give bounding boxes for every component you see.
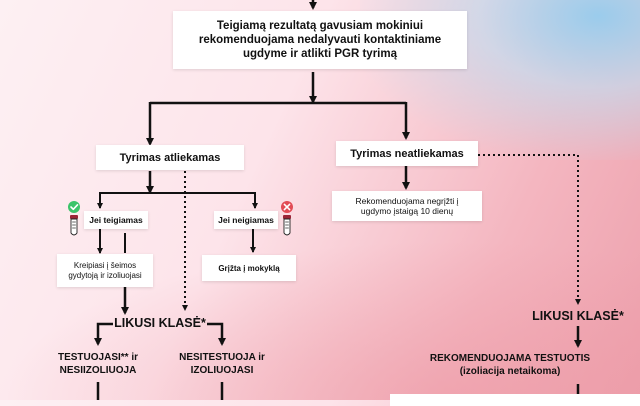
recommendation-text: Rekomenduojama negrįžti į ugdymo įstaigą…: [355, 195, 459, 217]
bracket-rest-right: [207, 322, 226, 346]
test-done-label: Tyrimas atliekamas: [119, 151, 221, 164]
not-tested-label: NESITESTUOJA ir IZOLIUOJASI: [179, 352, 265, 376]
rest-of-class-right: LIKUSI KLASĖ*: [532, 309, 624, 323]
test-not-done-label: Tyrimas neatliekamas: [350, 147, 464, 160]
positive-label: Jei teigiamas: [89, 215, 143, 225]
bracket-rest-left: [94, 322, 113, 346]
cross-test-tube-icon: [279, 200, 295, 240]
top-recommendation-text: Teigiamą rezultatą gavusiam mokiniui rek…: [198, 20, 442, 60]
positive-action-box: Kreipiasi į šeimos gydytoją ir izoliuoja…: [57, 254, 153, 287]
positive-box: Jei teigiamas: [84, 211, 148, 229]
tested-label: TESTUOJASI** ir NESIIZOLIUOJA: [57, 352, 139, 376]
test-not-done-box: Tyrimas neatliekamas: [336, 141, 478, 166]
recommended-test-label: REKOMENDUOJAMA TESTUOTIS (izoliacija net…: [429, 353, 591, 377]
negative-action-text: Grįžta į mokyklą: [218, 263, 280, 273]
negative-box: Jei neigiamas: [214, 211, 278, 229]
negative-action-box: Grįžta į mokyklą: [202, 255, 296, 281]
top-recommendation-box: Teigiamą rezultatą gavusiam mokiniui rek…: [173, 11, 467, 69]
negative-label: Jei neigiamas: [218, 215, 274, 225]
positive-action-text: Kreipiasi į šeimos gydytoją ir izoliuoja…: [68, 260, 142, 280]
check-test-tube-icon: [66, 200, 82, 240]
dotted-to-rest-right: [478, 154, 581, 305]
rest-of-class-left: LIKUSI KLASĖ*: [114, 316, 206, 330]
recommendation-box: Rekomenduojama negrįžti į ugdymo įstaigą…: [332, 191, 482, 221]
test-done-box: Tyrimas atliekamas: [96, 145, 244, 170]
partial-box-bottom-right: [390, 394, 640, 406]
